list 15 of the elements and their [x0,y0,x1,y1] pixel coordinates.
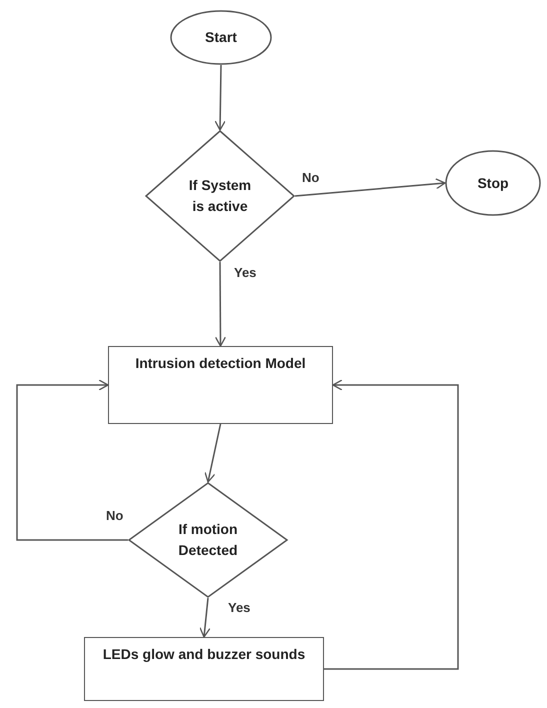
node-label: LEDs glow and buzzer sounds [102,645,306,664]
process-box [108,346,333,424]
arrow [16,379,128,541]
arrow [294,178,446,197]
arrow [324,379,459,670]
node-label: Start [205,28,237,47]
node-label: If motion Detected [177,520,239,560]
arrow [214,262,226,347]
process-box [84,637,324,701]
arrow [214,64,226,131]
arrow [199,598,211,638]
node-label: Stop [477,174,509,193]
node-label: Intrusion detection Model [135,354,306,373]
node-label: If System is active [188,176,252,216]
arrow [204,424,222,483]
